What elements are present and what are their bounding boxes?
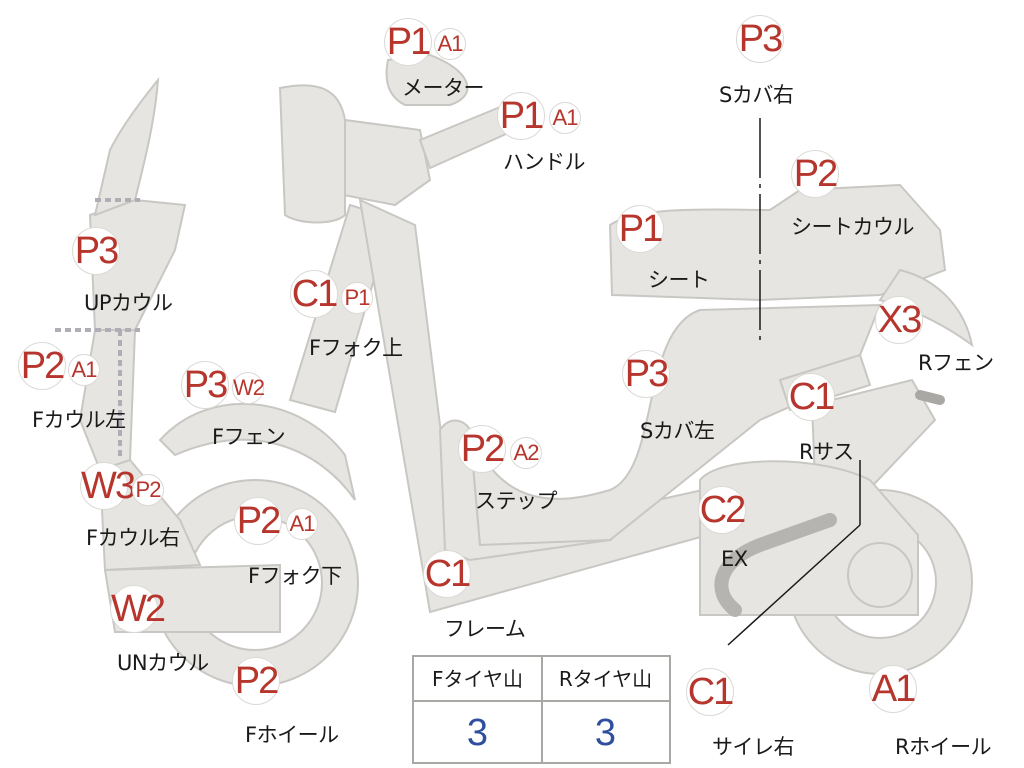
fork-lower-code-secondary: A1 [286, 508, 318, 540]
seat-cowl-label: シートカウル [791, 215, 915, 239]
front-cowl-right-label: Fカウル右 [86, 526, 180, 550]
front-wheel-label: Fホイール [245, 723, 339, 747]
rear-tire-header: Rタイヤ山 [558, 667, 653, 691]
front-fender-code-primary: P3 [181, 361, 229, 409]
rear-fender-code: X3 [875, 296, 923, 344]
seat-cowl-code: P2 [791, 150, 839, 198]
exhaust-pipe [714, 513, 837, 617]
step-floor-code-primary: P2 [458, 425, 506, 473]
silencer-right-code: C1 [686, 668, 734, 716]
handlebar-label: ハンドル [503, 150, 586, 174]
front-cowl-left-code-secondary: A1 [68, 354, 100, 386]
fork-lower-code-primary: P2 [234, 497, 282, 545]
rear-shock-label: Rサス [799, 440, 854, 464]
rear-shock-code: C1 [787, 373, 835, 421]
front-fender-label: Fフェン [212, 425, 286, 449]
meter-label: メーター [402, 76, 485, 100]
front-cowl-right-code-secondary: P2 [132, 474, 164, 506]
table-column-divider [541, 657, 543, 762]
side-cover-right-label: Sカバ右 [719, 83, 794, 107]
handlebar-code-secondary: A1 [549, 102, 581, 134]
frame-code: C1 [423, 550, 471, 598]
side-cover-left-label: Sカバ左 [640, 419, 715, 443]
front-cowl-left-code-primary: P2 [18, 342, 66, 390]
fork-upper-label: Fフォク上 [309, 336, 403, 360]
front-tire-header: Fタイヤ山 [432, 667, 523, 691]
front-cowl-left-label: Fカウル左 [32, 408, 126, 432]
under-cowl-label: UNカウル [117, 651, 209, 675]
frame-label: フレーム [444, 617, 526, 641]
upper-cowl-label: UPカウル [84, 291, 173, 315]
meter-code-secondary: A1 [434, 28, 466, 60]
seat-label: シート [648, 268, 710, 292]
front-fender-code-secondary: W2 [232, 372, 265, 404]
under-cowl-code: W2 [110, 585, 166, 633]
meter-code-primary: P1 [384, 18, 432, 66]
seat-code: P1 [616, 205, 664, 253]
side-cover-left-code: P3 [622, 350, 670, 398]
rear-wheel-label: Rホイール [895, 735, 992, 759]
front-cowl-right-code-primary: W3 [80, 462, 136, 510]
upper-cowl-code: P3 [72, 227, 120, 275]
fork-upper-code-secondary: P1 [341, 282, 373, 314]
rear-fender-label: Rフェン [918, 351, 994, 375]
fork-lower-label: Fフォク下 [248, 564, 342, 588]
meter [385, 53, 469, 106]
side-cover-right-code: P3 [736, 15, 784, 63]
front-cowl-left [78, 329, 137, 472]
exhaust-code: C2 [698, 486, 746, 534]
step-floor-code-secondary: A2 [510, 437, 542, 469]
front-wheel-code: P2 [232, 657, 280, 705]
front-fender [158, 402, 356, 501]
handlebar-code-primary: P1 [497, 92, 545, 140]
silencer-right-label: サイレ右 [712, 735, 795, 759]
fork-upper-code-primary: C1 [290, 270, 338, 318]
tire-tread-table: Fタイヤ山 Rタイヤ山 3 3 [412, 655, 671, 764]
side-cover-left [469, 303, 882, 547]
rear-tire-value: 3 [594, 712, 617, 754]
rear-wheel-code: A1 [869, 665, 917, 713]
step-floor-label: ステップ [475, 489, 558, 513]
front-tire-value: 3 [466, 712, 489, 754]
exhaust-label: EX [721, 547, 748, 571]
